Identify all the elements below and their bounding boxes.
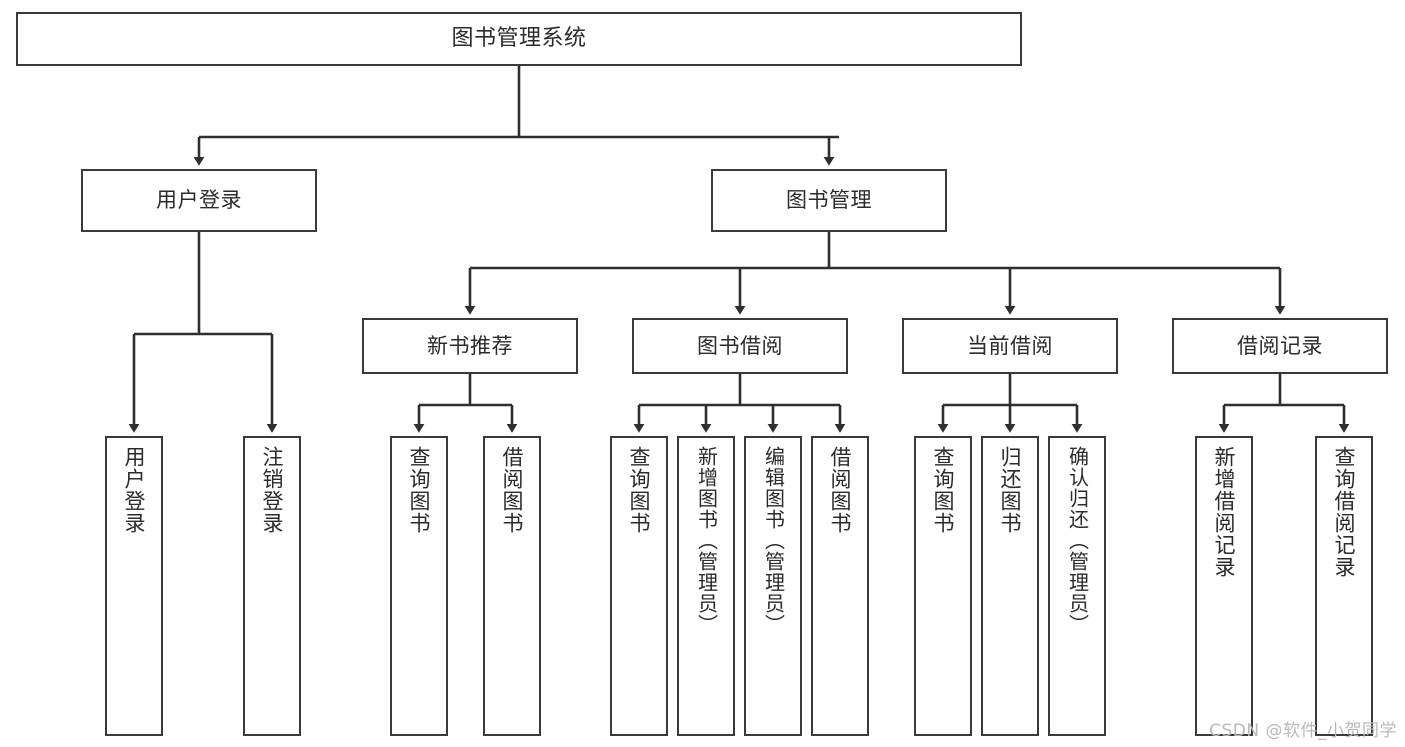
node-leaf-user-login[interactable]: 用户登录: [105, 436, 163, 736]
node-leaf-add-record[interactable]: 新增借阅记录: [1195, 436, 1253, 736]
node-current-borrow-label: 当前借阅: [967, 333, 1053, 358]
node-leaf-query-book-1[interactable]: 查询图书: [390, 436, 448, 736]
node-book-borrow-label: 图书借阅: [697, 333, 783, 358]
node-leaf-query-book-3[interactable]: 查询图书: [914, 436, 972, 736]
node-leaf-query-book-2-label: 查询图书: [627, 446, 652, 534]
node-root-label: 图书管理系统: [451, 26, 587, 52]
node-root[interactable]: 图书管理系统: [16, 12, 1022, 66]
node-leaf-query-record-label: 查询借阅记录: [1332, 446, 1357, 578]
node-book-manage-label: 图书管理: [786, 188, 872, 213]
node-current-borrow[interactable]: 当前借阅: [902, 318, 1118, 374]
node-leaf-query-book-2[interactable]: 查询图书: [610, 436, 668, 736]
node-new-book-recommend[interactable]: 新书推荐: [362, 318, 578, 374]
node-book-borrow[interactable]: 图书借阅: [632, 318, 848, 374]
node-leaf-add-book[interactable]: 新增图书（管理员）: [677, 436, 735, 736]
node-leaf-borrow-book-1[interactable]: 借阅图书: [483, 436, 541, 736]
node-leaf-logout[interactable]: 注销登录: [243, 436, 301, 736]
watermark-text: CSDN @软件_小贺同学: [1209, 721, 1397, 741]
node-leaf-logout-label: 注销登录: [260, 446, 285, 534]
node-borrow-record-label: 借阅记录: [1237, 333, 1323, 358]
node-leaf-query-record[interactable]: 查询借阅记录: [1315, 436, 1373, 736]
node-leaf-return-book[interactable]: 归还图书: [981, 436, 1039, 736]
node-leaf-return-book-label: 归还图书: [998, 446, 1023, 534]
node-leaf-borrow-book-2[interactable]: 借阅图书: [811, 436, 869, 736]
node-book-manage[interactable]: 图书管理: [711, 169, 947, 232]
node-leaf-confirm-return-label: 确认归还（管理员）: [1065, 446, 1090, 635]
node-leaf-edit-book-label: 编辑图书（管理员）: [761, 446, 786, 635]
node-leaf-add-book-label: 新增图书（管理员）: [694, 446, 719, 635]
node-leaf-borrow-book-2-label: 借阅图书: [828, 446, 853, 534]
node-leaf-borrow-book-1-label: 借阅图书: [500, 446, 525, 534]
node-leaf-confirm-return[interactable]: 确认归还（管理员）: [1048, 436, 1106, 736]
node-leaf-query-book-3-label: 查询图书: [931, 446, 956, 534]
node-leaf-user-login-label: 用户登录: [122, 446, 147, 534]
node-user-login[interactable]: 用户登录: [81, 169, 317, 232]
node-new-book-recommend-label: 新书推荐: [427, 333, 513, 358]
node-leaf-query-book-1-label: 查询图书: [407, 446, 432, 534]
node-leaf-add-record-label: 新增借阅记录: [1212, 446, 1237, 578]
node-user-login-label: 用户登录: [156, 188, 242, 213]
node-borrow-record[interactable]: 借阅记录: [1172, 318, 1388, 374]
node-leaf-edit-book[interactable]: 编辑图书（管理员）: [744, 436, 802, 736]
